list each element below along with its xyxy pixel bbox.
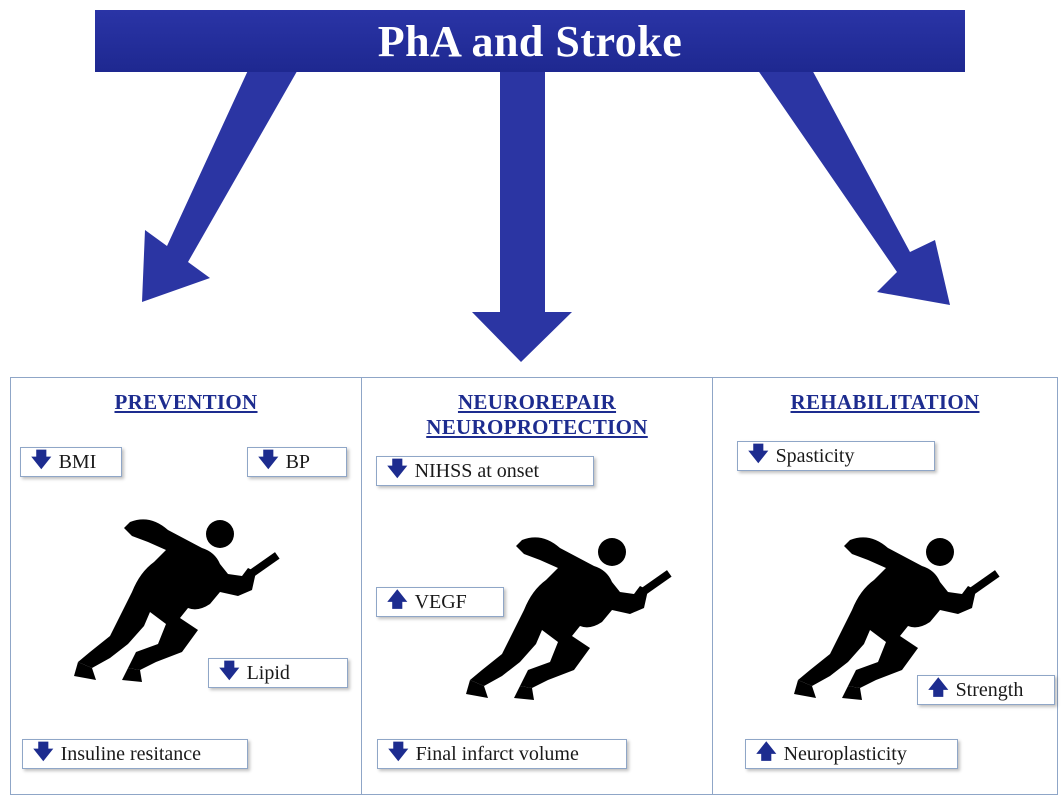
arrow-to-prevention — [142, 66, 300, 302]
diagram-title: PhA and Stroke — [95, 10, 965, 72]
panel-title-prevention: PREVENTION — [11, 390, 361, 415]
item-label: VEGF — [415, 591, 467, 614]
runner-silhouette — [790, 530, 1005, 702]
panel-title-neurorepair: NEUROREPAIR NEUROPROTECTION — [362, 390, 712, 440]
panel-title-line: PREVENTION — [11, 390, 361, 415]
item-label: Final infarct volume — [416, 743, 579, 766]
item-label: NIHSS at onset — [415, 460, 539, 483]
item-final-infarct-volume: 🡇 Final infarct volume — [377, 739, 627, 769]
arrow-to-neurorepair — [472, 66, 572, 362]
item-label: Insuline resitance — [61, 743, 202, 766]
down-arrow-icon: 🡇 — [748, 439, 769, 473]
runner-silhouette — [462, 530, 677, 702]
item-insuline-resitance: 🡇 Insuline resitance — [22, 739, 248, 769]
up-arrow-icon: 🡅 — [756, 737, 777, 771]
panel-title-line: NEUROPROTECTION — [362, 415, 712, 440]
panel-title-rehabilitation: REHABILITATION — [713, 390, 1057, 415]
down-arrow-icon: 🡇 — [31, 445, 52, 479]
item-spasticity: 🡇 Spasticity — [737, 441, 935, 471]
down-arrow-icon: 🡇 — [388, 737, 409, 771]
item-label: BMI — [59, 451, 97, 474]
item-label: Neuroplasticity — [784, 743, 907, 766]
down-arrow-icon: 🡇 — [387, 454, 408, 488]
up-arrow-icon: 🡅 — [387, 585, 408, 619]
down-arrow-icon: 🡇 — [33, 737, 54, 771]
down-arrow-icon: 🡇 — [258, 445, 279, 479]
item-neuroplasticity: 🡅 Neuroplasticity — [745, 739, 958, 769]
panel-title-line: NEUROREPAIR — [362, 390, 712, 415]
item-nihss-at-onset: 🡇 NIHSS at onset — [376, 456, 594, 486]
item-label: BP — [286, 451, 310, 474]
item-bmi: 🡇 BMI — [20, 447, 122, 477]
item-bp: 🡇 BP — [247, 447, 347, 477]
arrow-to-rehabilitation — [755, 66, 950, 305]
runner-silhouette — [70, 512, 285, 684]
panel-title-line: REHABILITATION — [713, 390, 1057, 415]
item-label: Spasticity — [776, 445, 855, 468]
